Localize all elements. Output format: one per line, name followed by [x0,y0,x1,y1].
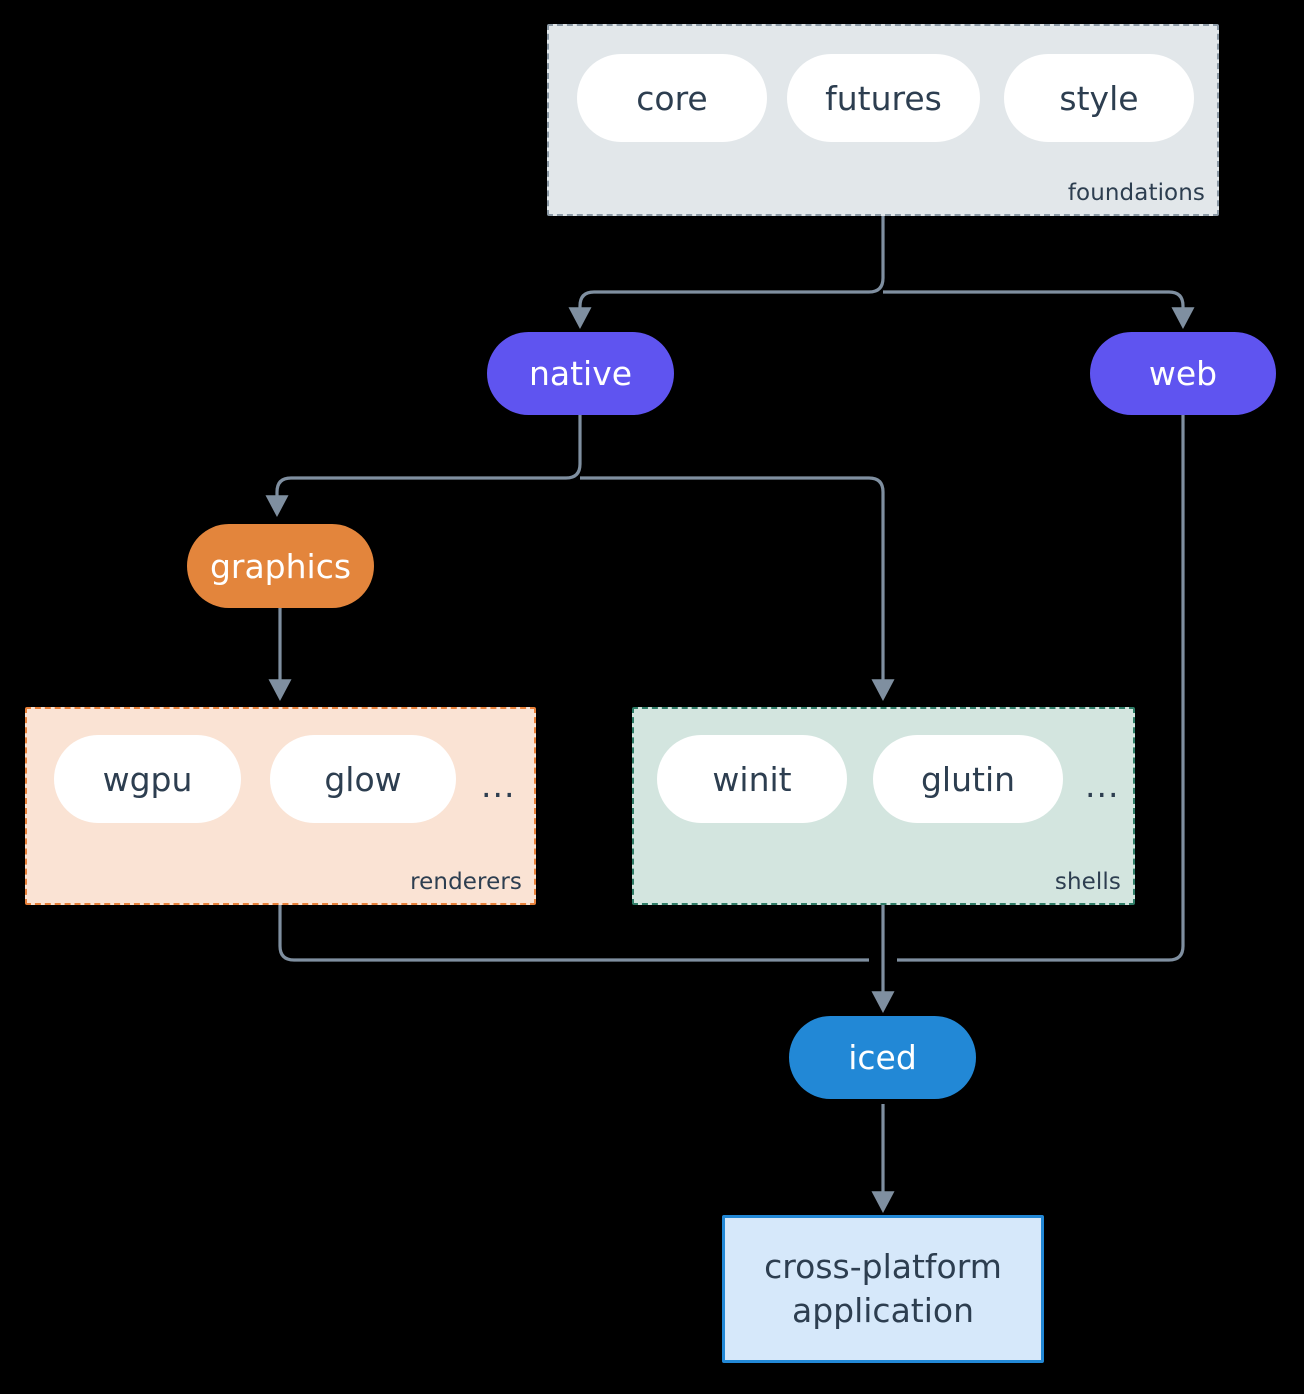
edge-native-shells [580,476,895,702]
node-native-label: native [528,354,633,393]
node-style-label: style [1059,78,1139,118]
shells-ellipsis: ... [1085,766,1120,805]
node-futures-label: futures [825,78,942,118]
cluster-renderers-label: renderers [410,869,522,895]
edge-web-iced [897,415,1185,962]
node-glutin[interactable]: glutin [873,735,1063,823]
node-graphics-label: graphics [209,546,352,586]
cluster-shells[interactable]: winit glutin ... shells [632,707,1135,905]
cluster-shells-label: shells [1054,869,1121,895]
node-style[interactable]: style [1004,54,1194,142]
edge-foundations-split [568,216,885,330]
node-graphics[interactable]: graphics [187,524,374,608]
node-futures[interactable]: futures [787,54,980,142]
node-glutin-label: glutin [920,759,1016,799]
edge-native-graphics [265,415,582,518]
node-core-label: core [636,78,708,118]
node-glow[interactable]: glow [270,735,456,823]
node-glow-label: glow [324,759,402,799]
node-wgpu[interactable]: wgpu [54,735,241,823]
node-winit-label: winit [712,759,792,799]
node-iced[interactable]: iced [789,1016,976,1099]
cluster-renderers[interactable]: wgpu glow ... renderers [25,707,536,905]
node-native[interactable]: native [487,332,674,415]
edge-foundations-web [883,290,1195,330]
node-iced-label: iced [848,1038,917,1077]
application-label-line-1: cross-platform [764,1247,1002,1287]
renderers-ellipsis: ... [481,766,516,805]
node-wgpu-label: wgpu [102,759,193,799]
node-core[interactable]: core [577,54,767,142]
node-web[interactable]: web [1090,332,1276,415]
edge-renderers-iced [278,905,869,962]
cluster-foundations-label: foundations [1067,180,1205,206]
application-label-line-2: application [791,1291,975,1330]
node-cross-platform-application[interactable]: cross-platform application [722,1215,1044,1363]
cluster-foundations[interactable]: core futures style foundations [547,24,1219,216]
node-web-label: web [1148,354,1218,393]
node-winit[interactable]: winit [657,735,847,823]
